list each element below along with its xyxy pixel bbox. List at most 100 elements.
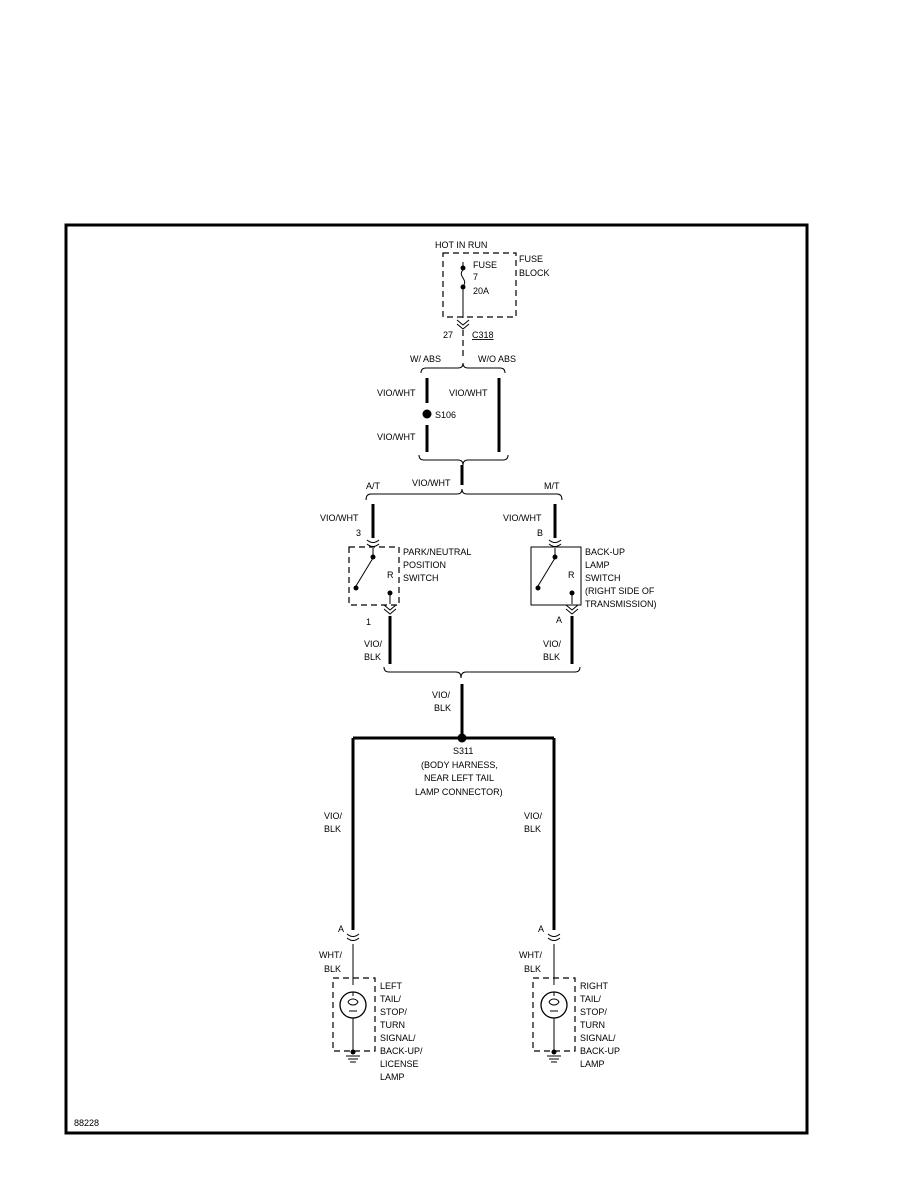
at-label: A/T: [366, 481, 381, 491]
right-lamp-label-4: TURN: [580, 1020, 605, 1030]
trunk-vio-blk-2: BLK: [434, 703, 451, 713]
right-lamp-wire-2: BLK: [524, 964, 541, 974]
switch-output-brace: [383, 666, 581, 679]
right-feed-color-1: VIO/: [524, 811, 543, 821]
left-lamp-label-4: TURN: [380, 1020, 405, 1030]
bu-input-pin: B: [537, 528, 543, 538]
bu-switch-box: [530, 546, 582, 606]
pn-output-wire-color-1: VIO/: [364, 639, 383, 649]
left-lamp-label-5: SIGNAL/: [380, 1033, 416, 1043]
right-lamp-wire-1: WHT/: [519, 950, 542, 960]
bu-label-2: LAMP: [585, 560, 610, 570]
right-lamp-label-2: TAIL/: [580, 994, 601, 1004]
right-feed-color-2: BLK: [524, 824, 541, 834]
bu-output-wire-color-2: BLK: [543, 652, 560, 662]
bu-switch-r: R: [568, 570, 575, 580]
bu-output-pin: A: [556, 615, 562, 625]
right-lamp-label-5: SIGNAL/: [580, 1033, 616, 1043]
right-lamp-pin: A: [538, 924, 544, 934]
right-lamp-label-3: STOP/: [580, 1007, 607, 1017]
bu-switch-contact: [537, 557, 556, 587]
pn-label-2: POSITION: [403, 560, 446, 570]
pn-input-wire-color: VIO/WHT: [320, 513, 359, 523]
fuse-terminal-bottom: [460, 284, 466, 290]
left-lamp-wire-1: WHT/: [319, 950, 342, 960]
pn-switch-contact: [355, 557, 374, 587]
bu-label-3: SWITCH: [585, 573, 621, 583]
with-abs-wire-color-top: VIO/WHT: [377, 388, 416, 398]
without-abs-wire-color: VIO/WHT: [449, 388, 488, 398]
left-ground-icon: [346, 1055, 360, 1063]
abs-branch: W/ ABS W/O ABS VIO/WHT VIO/WHT S106 VIO/…: [377, 354, 516, 466]
right-tail-lamp: A WHT/ BLK RIGHT TAIL/ STOP/ TURN SIGNAL…: [519, 924, 620, 1069]
right-lamp-connector: [547, 933, 561, 941]
pn-label-1: PARK/NEUTRAL: [403, 547, 471, 557]
connector-c318: 27 C318: [443, 319, 494, 360]
bu-input-connector: [548, 539, 562, 547]
bu-output-wire-color-1: VIO/: [543, 639, 562, 649]
trunk-vio-blk-1: VIO/: [432, 690, 451, 700]
left-lamp-wire-2: BLK: [324, 964, 341, 974]
bu-input-wire-color: VIO/WHT: [503, 513, 542, 523]
fuse-block-dashed-box: [442, 252, 517, 318]
pn-input-connector: [366, 539, 380, 547]
s311-desc-3: LAMP CONNECTOR): [415, 787, 503, 797]
left-lamp-label-1: LEFT: [380, 981, 403, 991]
left-lamp-label-3: STOP/: [380, 1007, 407, 1017]
with-abs-label: W/ ABS: [410, 354, 441, 364]
diagram-frame: [64, 223, 809, 1135]
fuse-icon: [460, 269, 466, 287]
hot-in-run-label: HOT IN RUN: [435, 240, 487, 250]
fuse-number: 7: [473, 272, 478, 282]
fuse-block-label-1: FUSE: [519, 254, 543, 264]
left-tail-lamp: A WHT/ BLK LEFT TAIL/ STOP/ TURN SIGNAL/…: [319, 924, 423, 1082]
splice-s106: [422, 409, 432, 419]
bu-label-4: (RIGHT SIDE OF: [585, 586, 655, 596]
pn-label-3: SWITCH: [403, 573, 439, 583]
splice-s311-group: VIO/ BLK S311 (BODY HARNESS, NEAR LEFT T…: [324, 684, 556, 930]
left-lamp-pin: A: [338, 924, 344, 934]
left-lamp-dashed-box: [332, 977, 376, 1052]
left-lamp-connector: [346, 933, 360, 941]
right-lamp-label-7: LAMP: [580, 1059, 605, 1069]
s311-desc-1: (BODY HARNESS,: [421, 760, 498, 770]
transmission-brace: [365, 488, 563, 501]
fuse-name: FUSE: [473, 260, 497, 270]
pn-input-pin: 3: [356, 528, 361, 538]
right-lamp-label-1: RIGHT: [580, 981, 609, 991]
right-ground-icon: [547, 1055, 561, 1063]
left-lamp-label-7: LICENSE: [380, 1059, 419, 1069]
left-lamp-label-6: BACK-UP/: [380, 1046, 423, 1056]
left-feed-color-1: VIO/: [324, 811, 343, 821]
pn-output-pin: 1: [366, 617, 371, 627]
with-abs-wire-color-bottom: VIO/WHT: [377, 432, 416, 442]
figure-id: 88228: [74, 1118, 99, 1128]
bu-label-1: BACK-UP: [585, 547, 625, 557]
right-lamp-label-6: BACK-UP: [580, 1046, 620, 1056]
left-lamp-label-2: TAIL/: [380, 994, 401, 1004]
abs-bottom-brace: [418, 454, 509, 466]
c318-name: C318: [472, 330, 494, 340]
back-up-lamp-switch: VIO/WHT B R BACK-UP LAMP SWITCH (RIGHT S…: [503, 504, 657, 664]
bu-label-5: TRANSMISSION): [585, 599, 657, 609]
fuse-rating: 20A: [473, 286, 489, 296]
without-abs-label: W/O ABS: [478, 354, 516, 364]
c318-pin: 27: [443, 330, 453, 340]
fuse-block-label-2: BLOCK: [519, 268, 550, 278]
left-lamp-label-8: LAMP: [380, 1072, 405, 1082]
s311-desc-2: NEAR LEFT TAIL: [424, 773, 494, 783]
splice-s106-label: S106: [435, 410, 456, 420]
connector-c318-symbol: [456, 319, 470, 330]
park-neutral-position-switch: VIO/WHT 3 R PARK/NEUTRAL POSITION SWITCH…: [320, 504, 471, 664]
pn-output-wire-color-2: BLK: [364, 652, 381, 662]
left-bulb-filament: [347, 992, 359, 1012]
abs-top-brace: [420, 362, 506, 374]
right-bulb-filament: [548, 992, 560, 1012]
transmission-branch: VIO/WHT A/T M/T: [365, 465, 563, 501]
splice-s311-label: S311: [453, 746, 473, 756]
trunk-wire-color: VIO/WHT: [412, 478, 451, 488]
pn-switch-dashed-box: [348, 546, 400, 606]
left-feed-color-2: BLK: [324, 824, 341, 834]
bu-output-connector: [565, 604, 579, 615]
